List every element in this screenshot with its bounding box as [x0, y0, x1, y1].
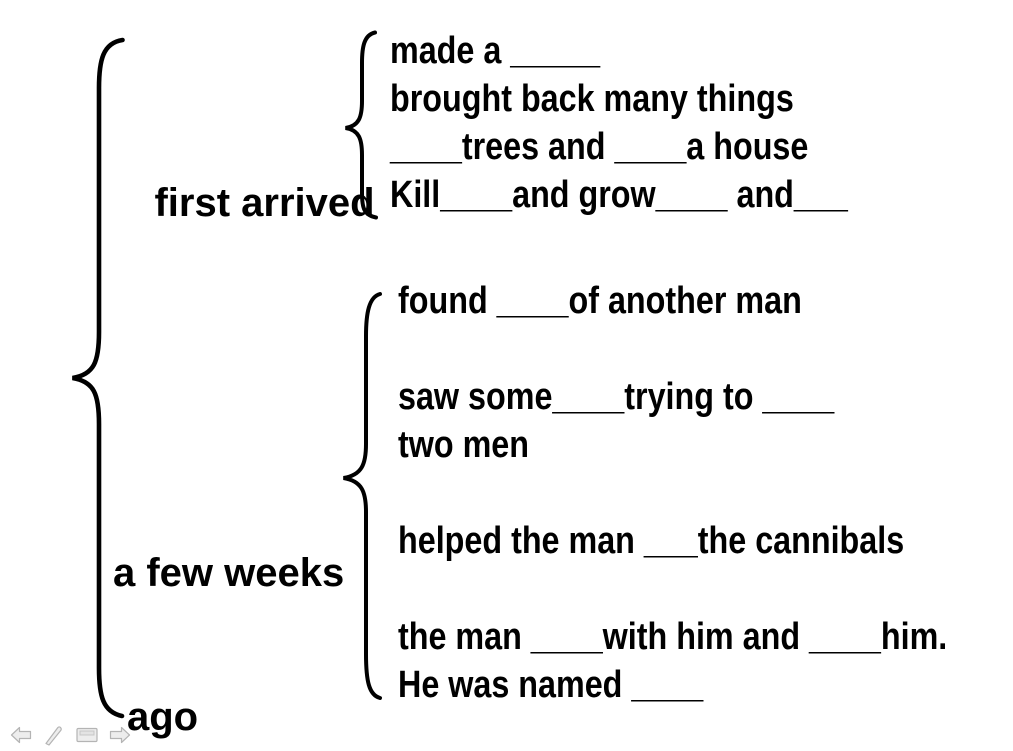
previous-slide-arrow-icon[interactable]: [9, 724, 33, 746]
event-line: He was named ____: [398, 664, 704, 706]
event-line: made a _____: [390, 30, 601, 72]
slide-menu-icon[interactable]: [75, 724, 99, 746]
event-line: two men: [398, 424, 530, 466]
event-line: brought back many things: [390, 78, 794, 120]
a-few-weeks-ago-events-group: found ____of another man saw some____try…: [398, 277, 1013, 709]
first-arrived-events-group: made a _____ brought back many things __…: [390, 27, 929, 219]
slideshow-nav-bar: [9, 724, 132, 746]
next-slide-arrow-icon[interactable]: [108, 724, 132, 746]
event-line: helped the man ___the cannibals: [398, 520, 905, 562]
group2-brace: [343, 292, 382, 700]
pen-tool-icon[interactable]: [42, 724, 66, 746]
stage-label-a-few-weeks-ago: a few weeks ago: [113, 453, 344, 751]
event-line: saw some____trying to ____: [398, 376, 835, 418]
event-line-spacer: [398, 325, 947, 373]
event-line-spacer: [398, 469, 947, 517]
event-line: found ____of another man: [398, 280, 802, 322]
stage-label-text: first arrived: [154, 181, 375, 225]
event-line-spacer: [398, 565, 947, 613]
stage-label-text-line1: a few weeks: [113, 551, 345, 595]
event-line: Kill____and grow____ and___: [390, 174, 848, 216]
stage-label-first-arrived: first arrived: [110, 137, 375, 269]
event-line: ____trees and ____a house: [390, 126, 809, 168]
event-line: the man ____with him and ____him.: [398, 616, 948, 658]
stage-label-text-line2: ago: [127, 695, 199, 739]
